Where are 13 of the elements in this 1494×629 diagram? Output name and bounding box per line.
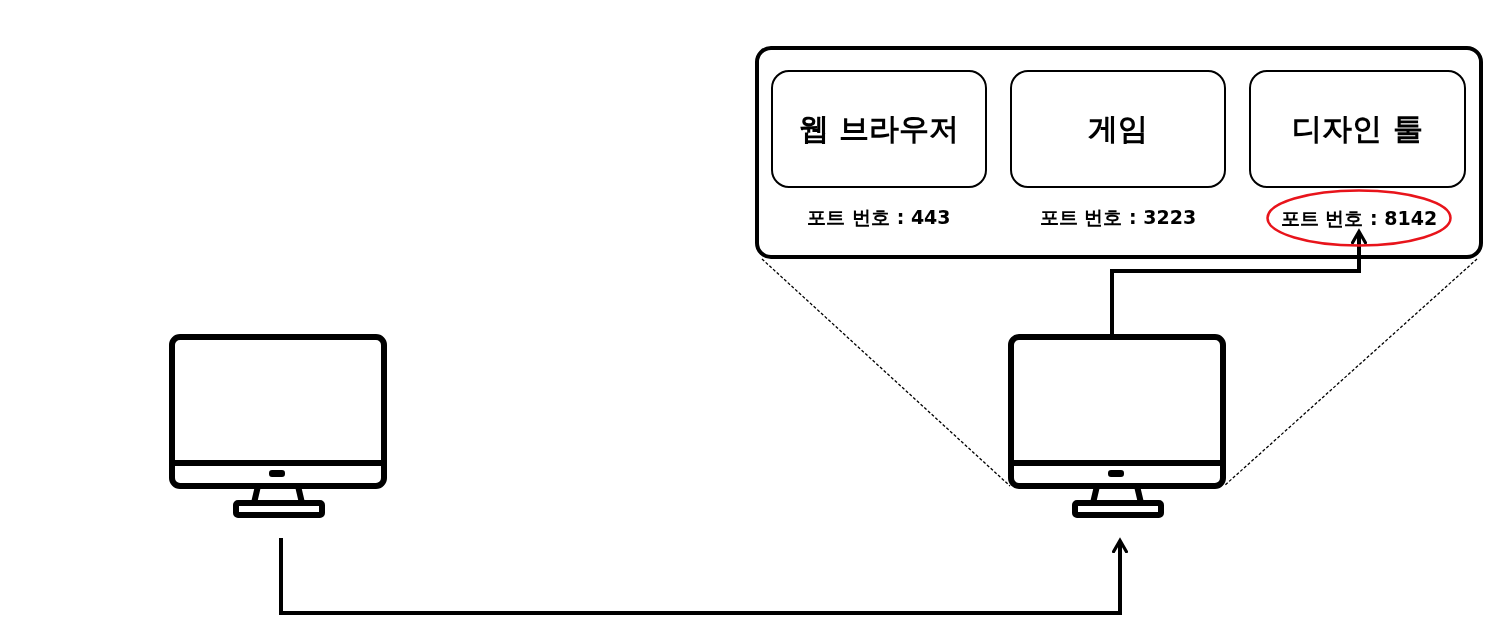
app-box: 웹 브라우저 [771, 70, 987, 188]
zoom-line [761, 258, 1011, 487]
arrow [279, 538, 1128, 615]
monitor-icon [168, 334, 388, 518]
computer-panel [755, 46, 1483, 259]
app-box: 게임 [1010, 70, 1226, 188]
port-label: 포트 번호 : 443 [806, 205, 952, 230]
app-box: 디자인 툴 [1249, 70, 1466, 188]
monitor-icon [1007, 334, 1227, 518]
arrow [1110, 229, 1367, 334]
port-label: 포트 번호 : 8142 [1279, 206, 1439, 231]
port-label: 포트 번호 : 3223 [1038, 205, 1198, 230]
zoom-line [1223, 258, 1478, 487]
